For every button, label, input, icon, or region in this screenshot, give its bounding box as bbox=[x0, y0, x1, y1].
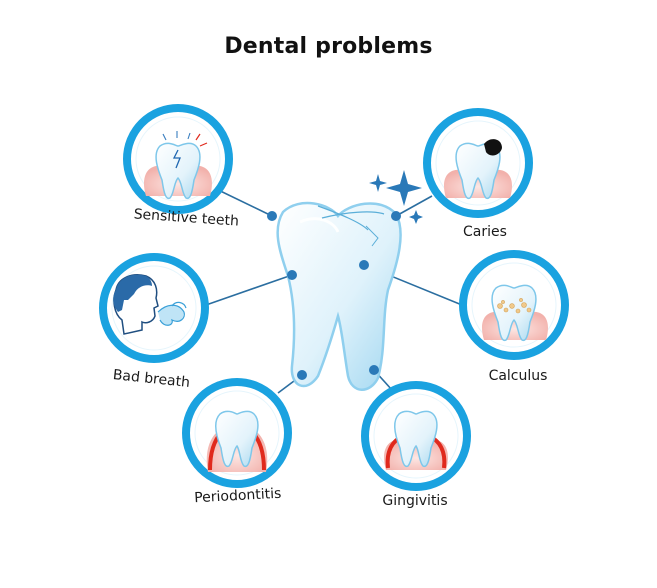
problem-labels: Sensitive teeth Caries Bad breath Calcul… bbox=[112, 206, 547, 509]
connector-caries bbox=[395, 195, 433, 217]
problem-calculus bbox=[459, 250, 569, 360]
problem-periodontitis bbox=[182, 378, 292, 488]
connector-bad-breath bbox=[205, 274, 293, 306]
label-gingivitis: Gingivitis bbox=[382, 493, 447, 509]
caries-tooth-icon bbox=[443, 139, 513, 200]
node-caries bbox=[391, 211, 401, 221]
connector-nodes bbox=[267, 211, 401, 380]
sensitive-tooth-icon bbox=[143, 131, 213, 200]
label-calculus: Calculus bbox=[489, 368, 548, 384]
page-title: Dental problems bbox=[224, 34, 433, 59]
problem-caries bbox=[423, 108, 533, 218]
label-periodontitis: Periodontitis bbox=[194, 486, 282, 507]
label-caries: Caries bbox=[463, 224, 507, 240]
node-bad-breath bbox=[287, 270, 297, 280]
node-gingivitis bbox=[369, 365, 379, 375]
node-periodontitis bbox=[297, 370, 307, 380]
node-sensitive-teeth bbox=[267, 211, 277, 221]
central-tooth-icon bbox=[276, 201, 402, 391]
gingivitis-tooth-icon bbox=[383, 410, 449, 470]
node-calculus bbox=[359, 260, 369, 270]
problem-gingivitis bbox=[361, 381, 471, 491]
label-bad-breath: Bad breath bbox=[112, 367, 191, 391]
calculus-tooth-icon bbox=[481, 284, 549, 342]
sparkle-icon bbox=[369, 170, 423, 224]
problem-bad-breath bbox=[99, 253, 209, 363]
label-sensitive-teeth: Sensitive teeth bbox=[133, 206, 239, 229]
problem-sensitive-teeth bbox=[123, 104, 233, 214]
periodontitis-tooth-icon bbox=[206, 410, 268, 472]
bad-breath-person-icon bbox=[113, 274, 187, 335]
